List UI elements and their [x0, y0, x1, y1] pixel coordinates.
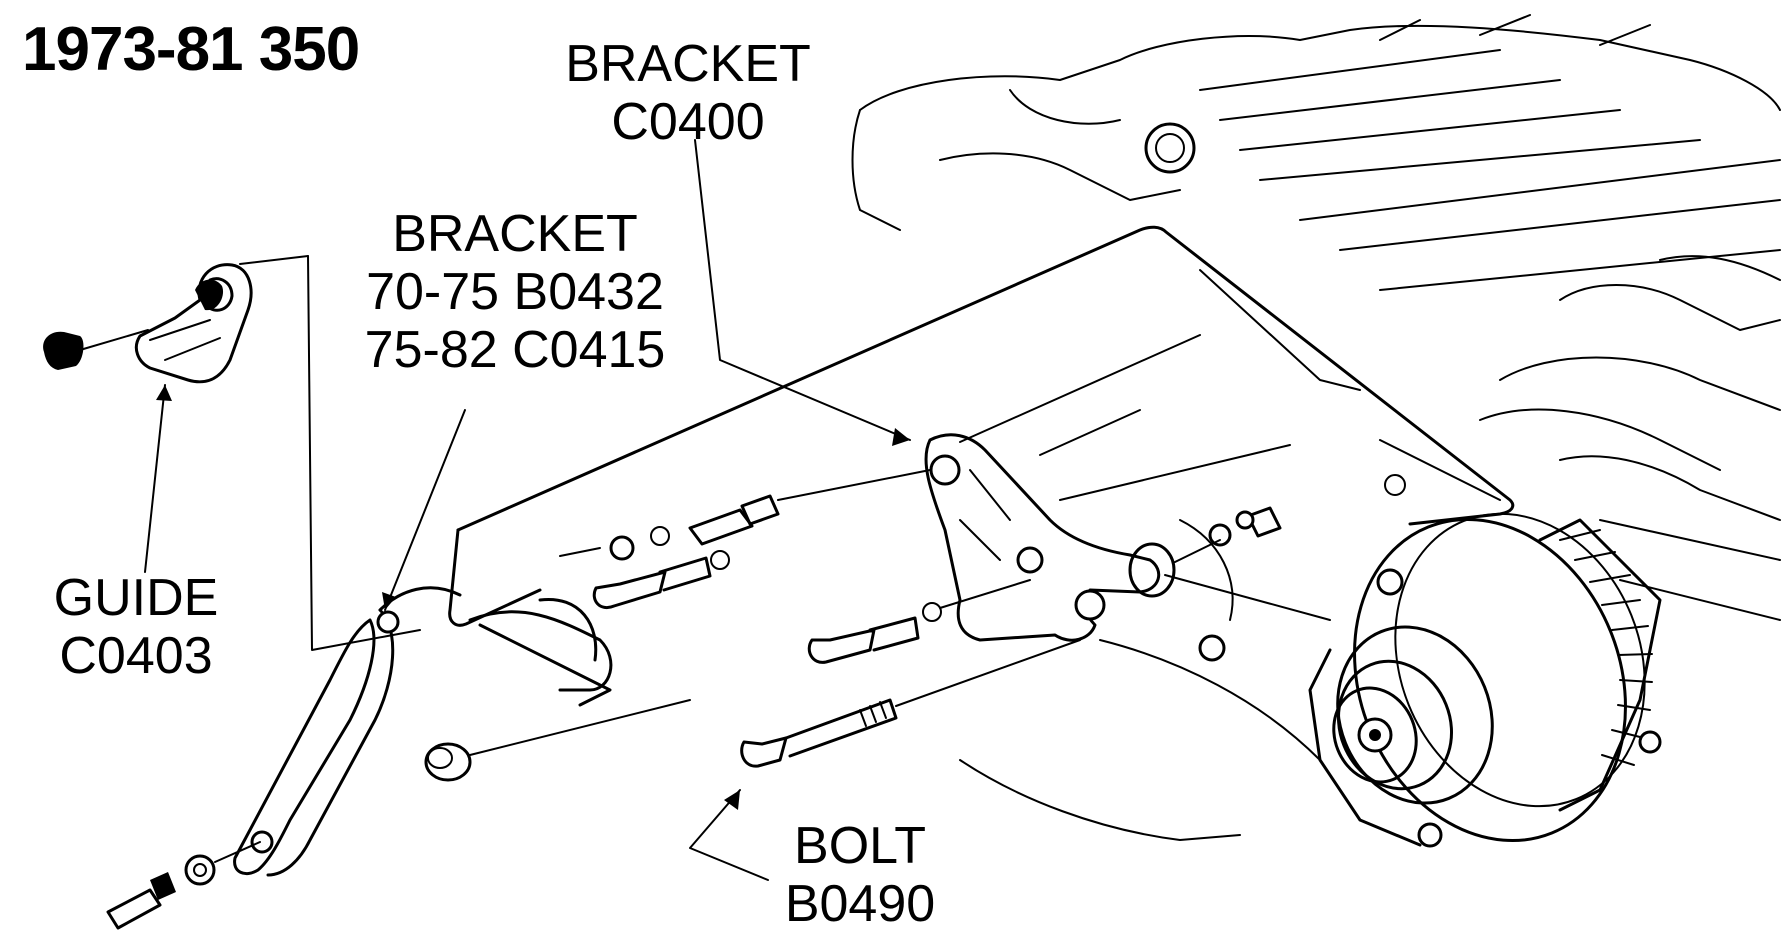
upper-bracket-c0400	[924, 433, 1161, 642]
diagram-title: 1973-81 350	[22, 15, 360, 84]
bolt-b0490-label: BOLT B0490	[760, 820, 960, 930]
bracket-lower-name: BRACKET	[392, 205, 638, 263]
guide-c0403-part	[134, 263, 253, 384]
middle-bolt-assembly	[807, 579, 1031, 664]
bracket-lower-line2: 75-82 C0415	[364, 321, 666, 379]
upper-bolt-assembly	[559, 469, 931, 609]
bracket-lower-line1: 70-75 B0432	[366, 263, 664, 321]
bracket-c0400-label: BRACKET C0400	[548, 38, 828, 148]
strap-spacer	[424, 699, 691, 782]
guide-part: C0403	[59, 627, 213, 685]
bolt-name: BOLT	[794, 817, 926, 875]
adjusting-strap	[233, 586, 462, 877]
engine-block-outline	[851, 14, 1781, 621]
strap-bolt	[106, 841, 261, 930]
bracket-c0400-name: BRACKET	[565, 35, 811, 93]
bracket-c0400-part: C0400	[611, 93, 765, 151]
pivot-hardware	[959, 334, 1331, 662]
leader-lines	[144, 139, 911, 881]
lower-bracket-plate	[448, 225, 1515, 841]
guide-c0403-label: GUIDE C0403	[36, 572, 236, 682]
guide-screw	[43, 329, 149, 370]
alternator	[1308, 512, 1662, 848]
bolt-part: B0490	[784, 875, 936, 933]
guide-name: GUIDE	[53, 569, 219, 627]
bracket-b0432-c0415-label: BRACKET 70-75 B0432 75-82 C0415	[330, 208, 700, 376]
bolt-b0490-part	[740, 639, 1081, 768]
alternator-fins	[1559, 529, 1653, 766]
